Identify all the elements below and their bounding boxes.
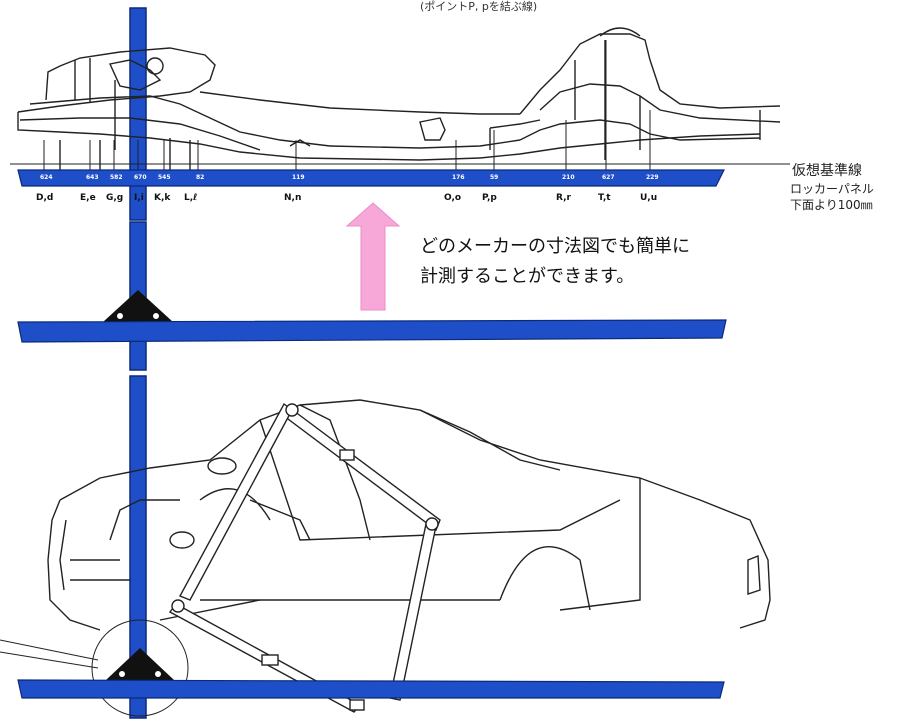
horizontal-gauge-bar-bottom: [17, 679, 725, 699]
point-label: D,d: [36, 193, 54, 203]
reference-line-note: ロッカーパネル 下面より100㎜: [790, 181, 874, 213]
measurement-value: 582: [110, 174, 123, 181]
measurement-value: 643: [86, 174, 99, 181]
measurement-value: 59: [490, 174, 499, 181]
measurement-value: 670: [134, 174, 147, 181]
point-label: R,r: [556, 193, 571, 203]
stand-hole-bottom-left: [119, 671, 125, 677]
car-body-drawing: [47, 399, 771, 631]
measurement-value: 624: [40, 174, 53, 181]
measurement-value: 176: [452, 174, 465, 181]
underbody-frame-drawing: [17, 27, 781, 170]
pink-up-arrow: [345, 202, 401, 311]
point-label: K,k: [154, 193, 171, 203]
point-label: P,p: [482, 193, 497, 203]
point-label: I,i: [134, 193, 144, 203]
header-caption: (ポイントP, pを結ぶ線): [420, 0, 538, 13]
note-line1: どのメーカーの寸法図でも簡単に: [420, 236, 690, 257]
stand-hole-left: [117, 313, 123, 319]
point-label: T,t: [598, 193, 611, 203]
horizontal-gauge-bar-middle: [17, 319, 727, 343]
measuring-arms: [168, 402, 441, 713]
measurement-value: 229: [646, 174, 659, 181]
stand-hole-right: [153, 313, 159, 319]
leader-line-1: [0, 639, 99, 661]
reference-note-line1: ロッカーパネル: [790, 182, 874, 196]
measurement-value: 627: [602, 174, 615, 181]
leader-line-2: [0, 651, 99, 669]
vertical-gauge-bar-top: [129, 7, 147, 221]
gauge-stand-bottom: [106, 648, 174, 680]
measurement-value: 82: [196, 174, 205, 181]
stand-hole-bottom-right: [155, 671, 161, 677]
reference-note-line2: 下面より100㎜: [790, 198, 873, 212]
measurement-value: 210: [562, 174, 575, 181]
note-line2: 計測することができます。: [420, 266, 635, 287]
vertical-gauge-bar-bottom: [129, 375, 147, 719]
point-label: E,e: [80, 193, 96, 203]
measurement-ticks: [43, 40, 651, 172]
gauge-stand-middle: [103, 290, 173, 322]
horizontal-gauge-bar-top: [17, 169, 725, 187]
point-label: O,o: [444, 193, 462, 203]
measurement-value: 119: [292, 174, 305, 181]
measurement-value: 545: [158, 174, 171, 181]
point-label: U,u: [640, 193, 658, 203]
point-label: G,g: [106, 193, 124, 203]
point-label: N,n: [284, 193, 302, 203]
reference-line-title: 仮想基準線: [792, 163, 862, 179]
detail-circle: [91, 619, 189, 717]
measurement-note: どのメーカーの寸法図でも簡単に 計測することができます。: [420, 232, 690, 292]
point-label: L,ℓ: [184, 193, 198, 203]
